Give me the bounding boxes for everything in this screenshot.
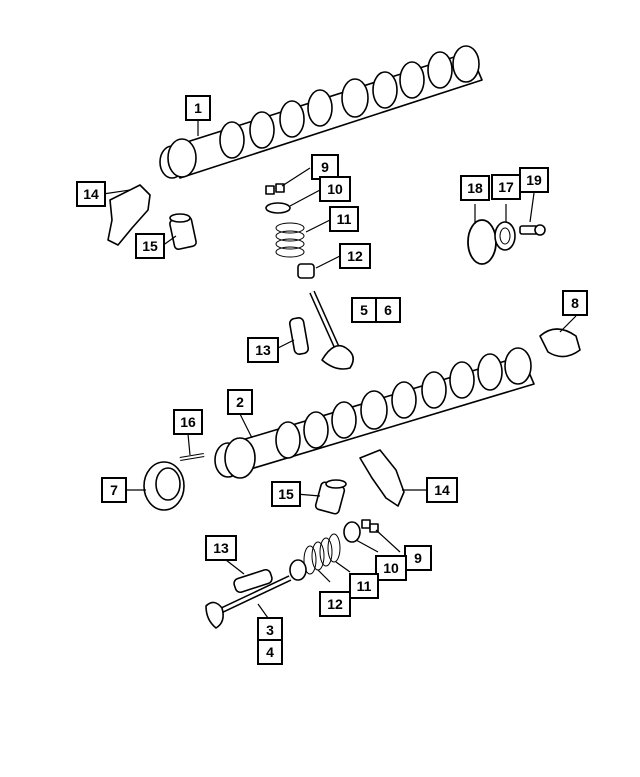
svg-text:14: 14 [434,482,450,498]
upper-spring-retainer [265,202,291,214]
svg-text:4: 4 [266,644,274,660]
svg-text:16: 16 [180,414,196,430]
callout-14-lower: 14 [426,477,458,503]
svg-text:8: 8 [571,295,579,311]
callout-8: 8 [562,290,588,316]
cam-bolt [519,224,546,236]
callout-18: 18 [460,175,490,201]
callout-15-upper: 15 [135,233,165,259]
camshaft-seal [143,461,185,511]
lower-valve-spring [303,533,341,575]
svg-text:12: 12 [347,248,363,264]
lower-rocker-arm [359,449,405,507]
svg-text:10: 10 [327,181,343,197]
svg-text:12: 12 [327,596,343,612]
callout-19: 19 [519,167,549,193]
svg-text:9: 9 [414,550,422,566]
upper-valve-keepers [265,183,285,195]
callout-16: 16 [173,409,203,435]
lower-valve-guide [233,568,273,594]
callout-10-lower: 10 [375,555,407,581]
svg-text:15: 15 [278,486,294,502]
callout-2: 2 [227,389,253,415]
svg-text:5: 5 [360,302,368,318]
callout-12-lower: 12 [319,591,351,617]
callout-10-upper: 10 [319,176,351,202]
callout-7: 7 [101,477,127,503]
upper-valve [309,290,354,370]
callout-13-lower: 13 [205,535,237,561]
callout-9-lower: 9 [404,545,432,571]
callout-14-upper: 14 [76,181,106,207]
callout-6: 6 [375,297,401,323]
lower-valve-keepers [361,519,379,533]
callout-1: 1 [185,95,211,121]
upper-rocker-arm [107,184,151,246]
o-ring [467,219,497,265]
svg-text:11: 11 [337,211,352,227]
callout-17: 17 [491,174,521,200]
bearing-cap [539,328,581,358]
svg-text:2: 2 [236,394,244,410]
callout-11-lower: 11 [349,573,379,599]
svg-text:7: 7 [110,482,118,498]
upper-valve-stem-seal [297,263,315,279]
svg-text:6: 6 [384,302,392,318]
lower-camshaft [214,347,535,479]
upper-valve-spring [275,222,305,258]
upper-camshaft [159,45,483,179]
svg-text:1: 1 [194,100,202,116]
svg-text:18: 18 [467,180,483,196]
svg-text:19: 19 [526,172,542,188]
callout-11-upper: 11 [329,206,359,232]
callout-4: 4 [257,639,283,665]
svg-text:14: 14 [83,186,99,202]
callout-12-upper: 12 [339,243,371,269]
leader-lines [102,119,577,619]
svg-text:13: 13 [255,342,271,358]
svg-text:15: 15 [142,238,158,254]
callout-3: 3 [257,617,283,643]
upper-valve-guide [288,317,310,355]
svg-text:11: 11 [357,578,372,594]
svg-text:10: 10 [383,560,399,576]
lower-lash-adjuster [314,479,347,515]
lower-valve [205,575,292,629]
callout-9-upper: 9 [311,154,339,180]
lower-valve-stem-seal [289,559,307,581]
svg-text:17: 17 [498,179,514,195]
callout-15-lower: 15 [271,481,301,507]
svg-text:13: 13 [213,540,229,556]
svg-text:9: 9 [321,159,329,175]
callout-5: 5 [351,297,377,323]
svg-text:3: 3 [266,622,274,638]
lower-spring-retainer [343,521,361,543]
upper-lash-adjuster [169,213,197,251]
callout-13-upper: 13 [247,337,279,363]
cam-phaser-gear [494,221,516,251]
